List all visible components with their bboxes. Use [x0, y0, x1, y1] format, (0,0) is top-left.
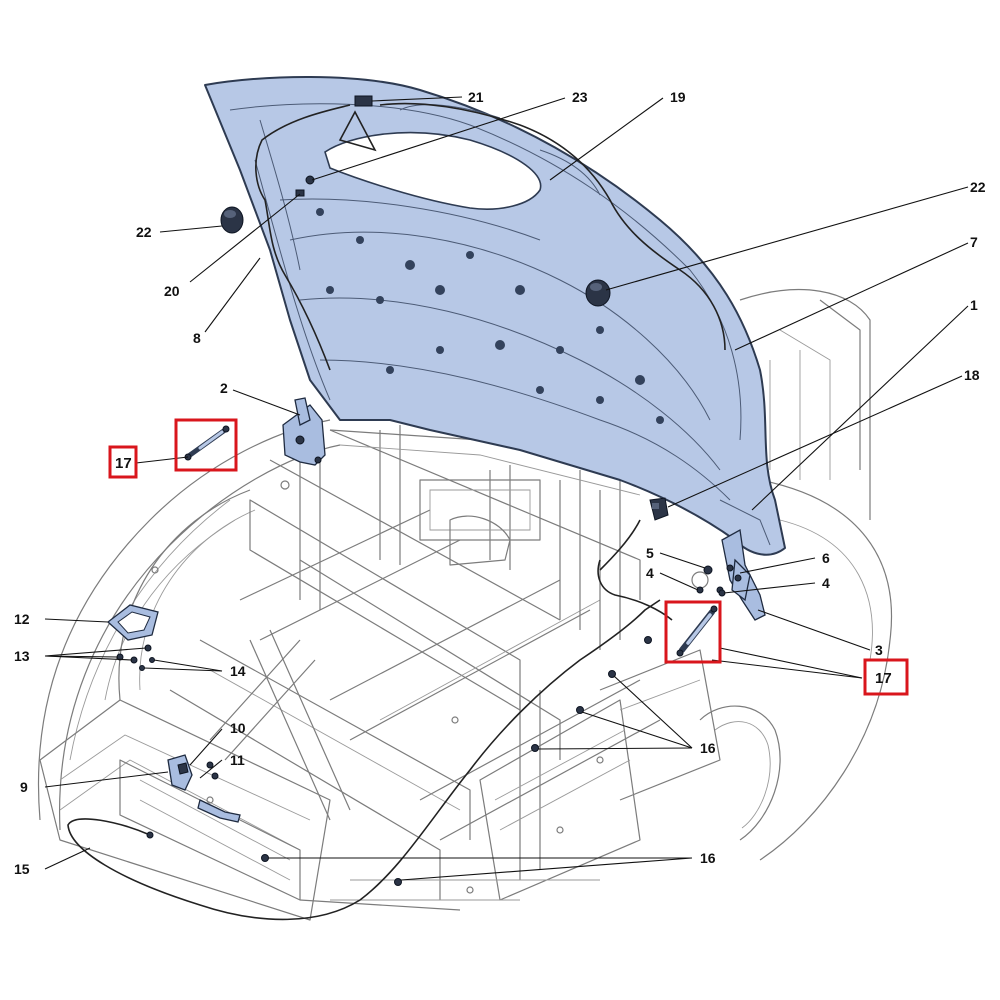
callout-2: 2 — [220, 380, 228, 396]
callout-7: 7 — [970, 234, 978, 250]
cable-holder — [295, 189, 305, 197]
cable-clip — [305, 175, 315, 185]
callout-6: 6 — [822, 550, 830, 566]
highlight-box-left-strut — [174, 418, 238, 472]
callout-13: 13 — [14, 648, 30, 664]
callout-8: 8 — [193, 330, 201, 346]
release-cable — [67, 599, 661, 921]
bolt-6b — [734, 574, 742, 582]
clip-16d — [261, 854, 269, 862]
callout-15: 15 — [14, 861, 30, 877]
hood-clip — [354, 95, 373, 107]
callout-4-right: 4 — [822, 575, 830, 591]
callout-10: 10 — [230, 720, 246, 736]
components — [67, 95, 766, 921]
leader-lines — [44, 96, 969, 881]
callout-17-left: 17 — [115, 455, 132, 472]
callout-17-right: 17 — [875, 670, 892, 687]
nut-14a — [149, 657, 155, 663]
hood-hinge-left — [282, 397, 326, 466]
bolt-6a — [726, 564, 734, 572]
clip-16f — [644, 636, 652, 644]
callout-16-lower: 16 — [700, 850, 716, 866]
hood-bumper-right — [585, 279, 611, 307]
release-handle — [106, 604, 159, 641]
callout-3: 3 — [875, 642, 883, 658]
highlight-box-left-label — [108, 445, 138, 479]
callout-18: 18 — [964, 367, 980, 383]
clip-16b — [576, 706, 584, 714]
callout-12: 12 — [14, 611, 30, 627]
callout-1: 1 — [970, 297, 978, 313]
callout-22-left: 22 — [136, 224, 152, 240]
callout-11: 11 — [230, 752, 245, 768]
hood-hinge-right — [716, 528, 766, 621]
bolt-5 — [703, 565, 713, 575]
callout-23: 23 — [572, 89, 588, 105]
callout-labels: 21 23 19 22 22 20 8 7 1 18 2 17 5 4 6 4 … — [14, 89, 986, 877]
clip-16c — [531, 744, 539, 752]
gas-strut-right — [676, 605, 718, 657]
callout-21: 21 — [468, 89, 484, 105]
callout-14: 14 — [230, 663, 246, 679]
callout-4-left: 4 — [646, 565, 654, 581]
callout-19: 19 — [670, 89, 686, 105]
clip-16e — [394, 878, 402, 886]
clip-16a — [608, 670, 616, 678]
hood-bumper-left — [220, 206, 244, 234]
highlight-box-right-strut — [664, 600, 722, 664]
callout-9: 9 — [20, 779, 28, 795]
hood-panel — [204, 75, 786, 556]
callout-22-right: 22 — [970, 179, 986, 195]
highlight-box-right-label — [863, 658, 909, 696]
nut-14b — [139, 665, 145, 671]
callout-5: 5 — [646, 545, 654, 561]
gas-strut-left — [184, 425, 230, 461]
callout-16-upper: 16 — [700, 740, 716, 756]
vehicle-frame — [37, 289, 892, 921]
hood-latch-lower — [167, 754, 241, 823]
hood-latch-upper — [649, 497, 669, 521]
callout-20: 20 — [164, 283, 180, 299]
